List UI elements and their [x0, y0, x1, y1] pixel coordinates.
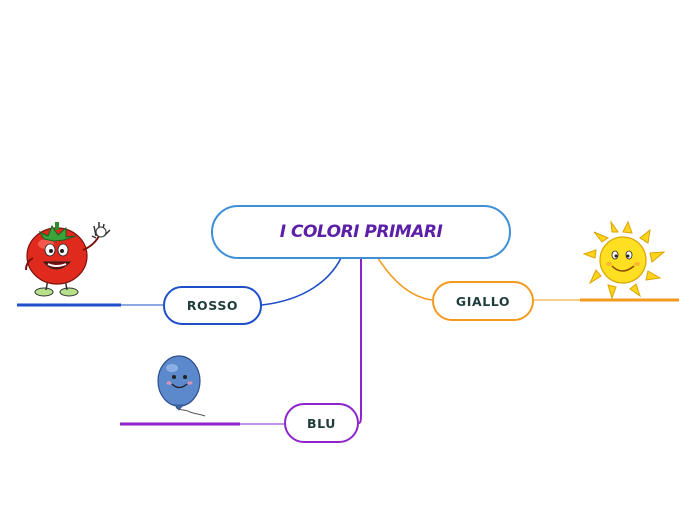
- topic-giallo-label: GIALLO: [455, 293, 511, 309]
- topic-blu-label: BLU: [307, 415, 336, 431]
- connector-blu: [358, 258, 362, 424]
- topic-giallo[interactable]: GIALLO: [432, 281, 534, 321]
- tomato-icon: [25, 222, 111, 297]
- connector-rosso: [261, 257, 342, 306]
- topic-blu[interactable]: BLU: [284, 403, 359, 443]
- sun-icon: [582, 220, 666, 300]
- central-topic[interactable]: I COLORI PRIMARI: [211, 205, 511, 259]
- balloon-icon: [157, 355, 206, 417]
- topic-rosso[interactable]: ROSSO: [163, 286, 262, 325]
- topic-rosso-label: ROSSO: [186, 298, 239, 313]
- connector-giallo: [377, 257, 433, 301]
- central-topic-label: I COLORI PRIMARI: [279, 222, 443, 242]
